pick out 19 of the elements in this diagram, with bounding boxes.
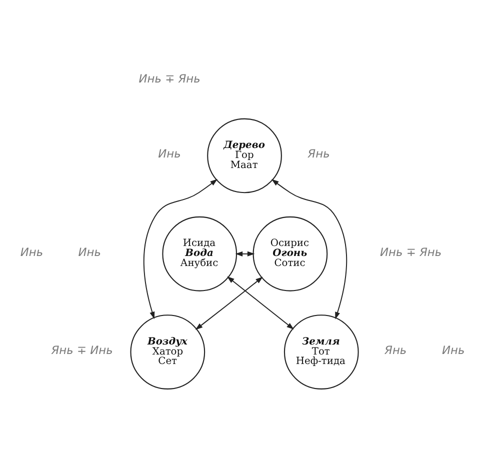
arrow [143, 178, 218, 319]
arrow [195, 276, 263, 330]
label: Янь [384, 342, 407, 356]
node-circle: Осирис Огонь Сотис [252, 216, 328, 291]
label: Инь [78, 244, 101, 258]
label: Инь [442, 342, 465, 356]
label: Янь [308, 146, 330, 160]
arrow [227, 276, 294, 330]
arrow [235, 250, 255, 256]
node-circle: Воздух Хатор Сет [130, 314, 206, 389]
label: Инь ∓ Янь [380, 244, 442, 258]
node-circle: Земля Тот Неф-тида [284, 314, 359, 389]
arrow [271, 178, 348, 319]
label: Инь [20, 244, 44, 258]
label: Янь ∓ Инь [51, 342, 113, 356]
label: Инь [158, 146, 181, 160]
label: Инь ∓ Янь [138, 71, 200, 86]
node-circle: Исида Вода Анубис [162, 216, 238, 291]
node-circle: Дерево Гор Маат [207, 118, 282, 193]
